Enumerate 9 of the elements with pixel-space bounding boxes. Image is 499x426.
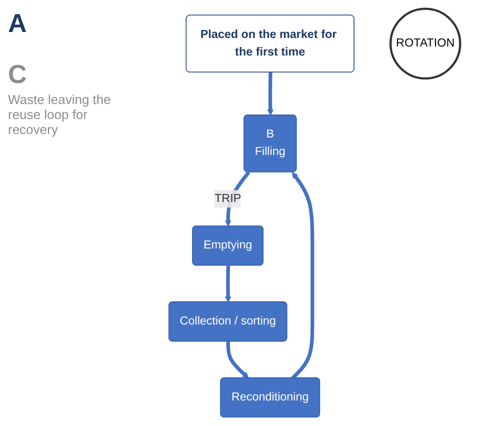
edge-label: TRIP [214,192,242,205]
step-letter: C [8,59,28,90]
arrow [224,266,232,302]
arrow [291,172,314,380]
note-text: Waste leaving the reuse loop for recovery [8,92,112,137]
arrow [267,72,274,116]
node-circle: ROTATION [389,8,462,80]
arrow [226,342,249,378]
step-letter: A [8,8,28,39]
